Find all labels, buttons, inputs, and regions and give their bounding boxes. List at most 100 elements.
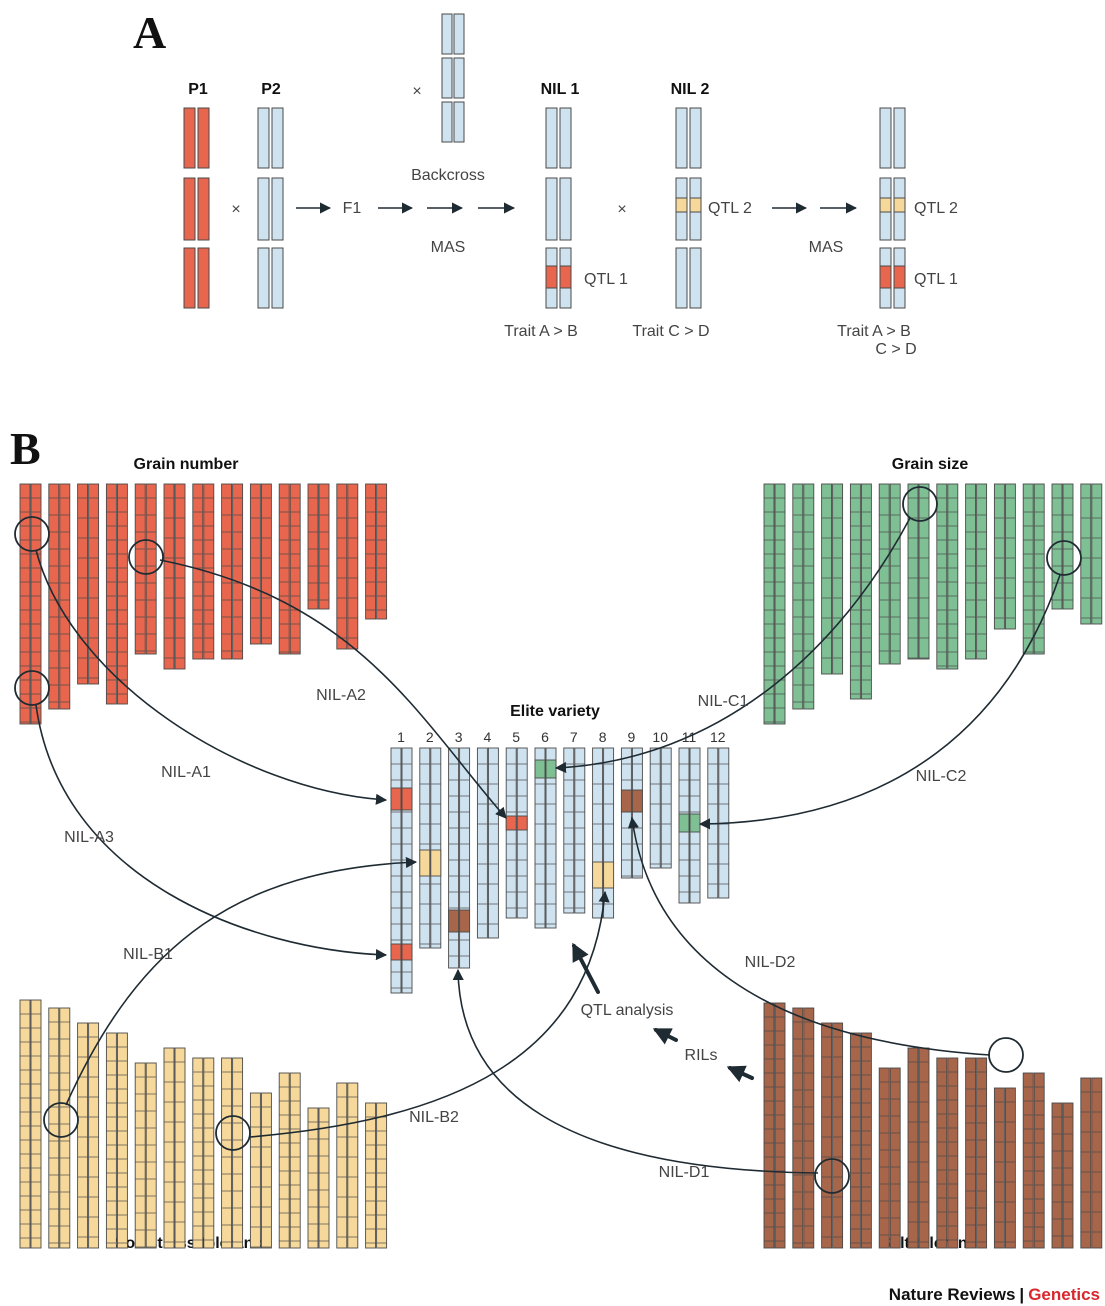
chromosome-nil1-segment [545,107,558,169]
soil-stress-set-chromosome [163,1047,175,1249]
elite-introgression-band [448,909,460,933]
grain-number-set-chromosome [88,483,100,685]
grain-number-set-chromosome [278,483,290,655]
soil-stress-set-chromosome [19,999,31,1249]
chromosome-backcross-parent-segment [441,101,453,143]
grain-size-set-chromosome [965,483,977,660]
arrow-nil-a3 [35,704,388,961]
label-nil1: NIL 1 [541,81,580,98]
label-backcross: Backcross [411,167,485,184]
label-nil-b1: NIL-B1 [123,946,173,963]
soil-stress-set-chromosome [134,1062,146,1249]
label-nil-c1: NIL-C1 [698,693,749,710]
elite-introgression-band [534,759,546,779]
grain-size-set-chromosome [993,483,1005,630]
label-nil-d1: NIL-D1 [659,1164,710,1181]
elite-chromatid [545,747,557,929]
elite-chromosome-number: 6 [541,729,549,745]
grain-size-set-chromosome [936,483,948,670]
label-mas-2: MAS [809,239,844,256]
grain-number-set-chromosome [336,483,348,650]
chromosome-final-qtl-band [893,197,906,213]
label-f1: F1 [343,200,362,217]
soil-stress-set-chromosome [307,1107,319,1249]
chromosome-p1-segment [183,247,196,309]
elite-chromatid [649,747,661,869]
label-nil-a3: NIL-A3 [64,829,114,846]
grain-size-set-chromosome [792,483,804,710]
elite-chromatid [620,747,632,879]
grain-number-set-chromosome [260,483,272,645]
grain-size-set-chromosome [918,483,930,660]
elite-chromosome-number: 12 [710,729,726,745]
elite-introgression-band [689,813,701,833]
salt-tolerance-set-chromosome [1091,1077,1103,1249]
label-grain-size: Grain size [892,456,969,473]
chromosome-final [879,107,906,309]
elite-introgression-band [459,909,471,933]
soil-stress-set-chromosome [30,999,42,1249]
elite-introgression-band [401,787,413,811]
chromosome-p1-segment [197,247,210,309]
elite-introgression-band [390,787,402,811]
soil-stress-set-chromosome [221,1057,233,1249]
elite-chromosome-number: 7 [570,729,578,745]
grain-size-set [763,483,1103,725]
chromosome-backcross-parent-segment [453,101,465,143]
soil-stress-set-chromosome [48,1007,60,1249]
soil-stress-set-chromosome [203,1057,215,1249]
chromosome-p2-segment [271,247,284,309]
chromosome-p2-segment [257,247,270,309]
grain-size-set-chromosome [976,483,988,660]
elite-chromatid [430,747,442,949]
chromosome-final-segment [893,107,906,169]
label-nil-b2: NIL-B2 [409,1109,459,1126]
chromosome-final-segment [879,107,892,169]
soil-stress-set-chromosome [289,1072,301,1249]
elite-introgression-band [545,759,557,779]
arrow-nil-d2 [627,816,991,1056]
label-trait-final-2: C > D [875,341,916,358]
label-rils: RILs [685,1047,718,1064]
grain-number-set-chromosome [134,483,146,655]
grain-number-set-chromosome [307,483,319,610]
elite-introgression-band [505,815,517,831]
soil-stress-set-chromosome [116,1032,128,1249]
elite-chromosome-1: 1 [390,729,413,994]
grain-number-set-chromosome [105,483,117,705]
grain-number-set-chromosome [116,483,128,705]
grain-number-set-chromosome [347,483,359,650]
grain-size-set-chromosome [889,483,901,665]
elite-chromosome-number: 4 [484,729,492,745]
label-qtl-analysis: QTL analysis [581,1002,674,1019]
chromosome-nil2-segment [689,107,702,169]
cross-symbol-1: × [231,201,240,218]
grain-number-set-chromosome [365,483,377,620]
qtl-circle-d2 [988,1037,1024,1073]
soil-stress-set-chromosome [365,1102,377,1249]
salt-tolerance-set-chromosome [1080,1077,1092,1249]
soil-stress-set-chromosome [249,1092,261,1249]
elite-introgression-band [516,815,528,831]
soil-stress-set-chromosome [376,1102,388,1249]
elite-chromosome-number: 9 [628,729,636,745]
chromosome-nil1-qtl-band [545,265,558,289]
elite-chromosome-7: 7 [563,729,586,914]
qtl-circle-a1 [14,516,50,552]
elite-introgression-band [620,789,632,813]
arrow-nil-c1 [554,517,911,774]
chromosome-nil2-segment [689,247,702,309]
arrow-nil-b1 [65,856,418,1106]
salt-tolerance-set-chromosome [849,1032,861,1249]
salt-tolerance-set-chromosome [993,1087,1005,1249]
grain-size-set-chromosome [1080,483,1092,625]
elite-chromatid [390,747,402,994]
panel-a-chromosomes [183,13,906,309]
grain-size-set-chromosome [1051,483,1063,610]
label-mas-1: MAS [431,239,466,256]
elite-chromatid [603,747,615,919]
grain-size-set-chromosome [821,483,833,675]
panel-a-letter: A [133,7,166,58]
elite-chromosome-9: 9 [620,729,643,879]
